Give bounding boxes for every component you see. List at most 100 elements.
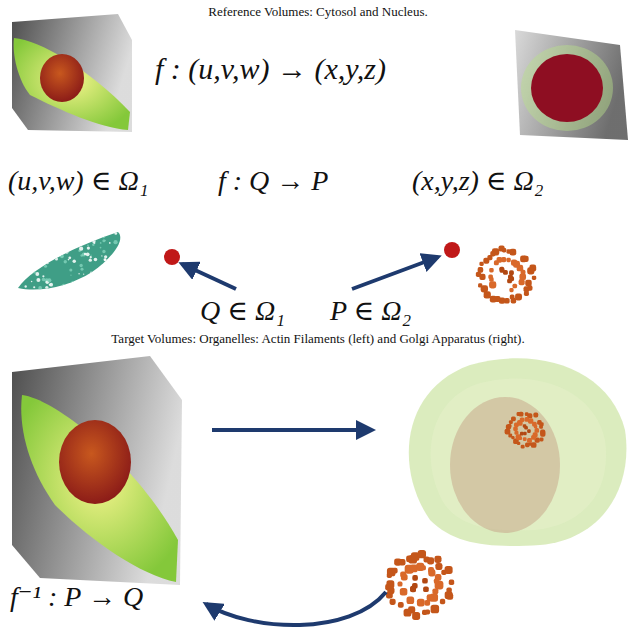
actin-speckle (43, 243, 47, 247)
golgi-blob (523, 424, 527, 428)
actin-speckle (60, 256, 61, 257)
cytosol (521, 45, 613, 131)
actin-speckle (116, 268, 117, 269)
actin-speckle (14, 252, 16, 254)
actin-speckle (69, 291, 73, 295)
actin-speckle (49, 234, 52, 237)
math-label: f : Q → P (218, 166, 403, 197)
actin-speckle (104, 259, 106, 261)
actin-speckle (39, 255, 41, 257)
math-label: (x,y,z) ∈ Ω₂ (412, 166, 627, 197)
actin-speckle (35, 264, 38, 267)
actin-speckle (23, 243, 26, 246)
golgi-blob (492, 248, 499, 255)
actin-speckle (121, 235, 124, 238)
golgi-blob (521, 270, 526, 275)
golgi-blob (521, 445, 525, 449)
golgi-blob (539, 425, 543, 429)
golgi-blob (525, 280, 532, 287)
golgi-blob (432, 588, 438, 594)
actin-speckle (52, 227, 55, 230)
actin-speckle (99, 284, 101, 286)
actin-speckle (114, 267, 116, 269)
actin-speckle (24, 261, 27, 264)
actin-speckle (62, 284, 66, 288)
actin-speckle (73, 226, 77, 230)
actin-speckle (50, 234, 53, 237)
golgi-blob (522, 256, 528, 262)
golgi-blob (441, 570, 446, 575)
golgi-blob (502, 248, 506, 252)
actin-speckle (101, 255, 102, 256)
actin-speckle (16, 245, 18, 247)
actin-speckle (32, 248, 34, 250)
actin-speckle (30, 263, 32, 265)
golgi-blob (509, 288, 513, 292)
golgi-blob (535, 428, 540, 433)
actin-speckle (105, 263, 109, 267)
actin-speckle (104, 240, 105, 241)
golgi-blob (488, 274, 493, 279)
actin-speckle (28, 270, 32, 274)
golgi-blob (422, 610, 427, 615)
actin-speckle (62, 255, 63, 256)
golgi-blob (532, 276, 536, 280)
actin-speckle (92, 281, 96, 285)
actin-speckle (87, 247, 90, 250)
actin-speckle (121, 234, 124, 237)
golgi-apparatus (505, 412, 546, 449)
nucleus (59, 420, 131, 504)
actin-speckle (42, 275, 44, 277)
actin-speckle (100, 229, 102, 231)
actin-speckle (90, 272, 92, 274)
actin-speckle (102, 250, 105, 253)
golgi-blob (399, 559, 406, 566)
actin-speckle (100, 247, 102, 249)
actin-speckle (45, 261, 49, 265)
actin-speckle (70, 275, 71, 276)
actin-speckle (79, 264, 82, 267)
nucleus (531, 54, 603, 122)
golgi-blob (510, 295, 515, 300)
actin-speckle (80, 254, 83, 257)
cytosol (409, 358, 627, 546)
actin-speckle (25, 291, 29, 295)
actin-speckle (73, 282, 76, 285)
volume-box (12, 356, 182, 585)
actin-speckle (100, 242, 102, 244)
actin-speckle (42, 261, 45, 264)
actin-speckle (124, 269, 127, 272)
golgi-blob (412, 575, 418, 581)
actin-speckle (81, 268, 84, 271)
golgi-blob (398, 582, 403, 587)
actin-speckle (123, 279, 127, 283)
golgi-blob (434, 578, 439, 583)
actin-speckle (25, 285, 27, 287)
volume-box (515, 30, 628, 140)
actin-speckle (69, 290, 71, 292)
golgi-blob (490, 296, 497, 303)
math-label: f : (u,v,w) → (x,y,z) (155, 52, 500, 85)
actin-speckle (80, 284, 82, 286)
actin-speckle (36, 278, 40, 282)
golgi-blob (523, 432, 527, 436)
actin-speckle (73, 260, 76, 263)
actin-speckle (46, 245, 49, 248)
golgi-blob (511, 416, 516, 421)
actin-speckle (69, 269, 72, 272)
actin-speckle (26, 257, 30, 261)
actin-speckle (89, 259, 92, 262)
actin-speckle (60, 254, 64, 258)
actin-speckle (33, 271, 36, 274)
golgi-blob (404, 609, 412, 617)
actin-speckle (17, 282, 20, 285)
golgi-blob (489, 268, 493, 272)
actin-speckle (71, 281, 75, 285)
section-heading: Target Volumes: Organelles: Actin Filame… (0, 332, 636, 346)
golgi-blob (513, 284, 518, 289)
golgi-blob (510, 249, 517, 256)
actin-speckle (84, 253, 87, 256)
golgi-blob (478, 283, 482, 287)
